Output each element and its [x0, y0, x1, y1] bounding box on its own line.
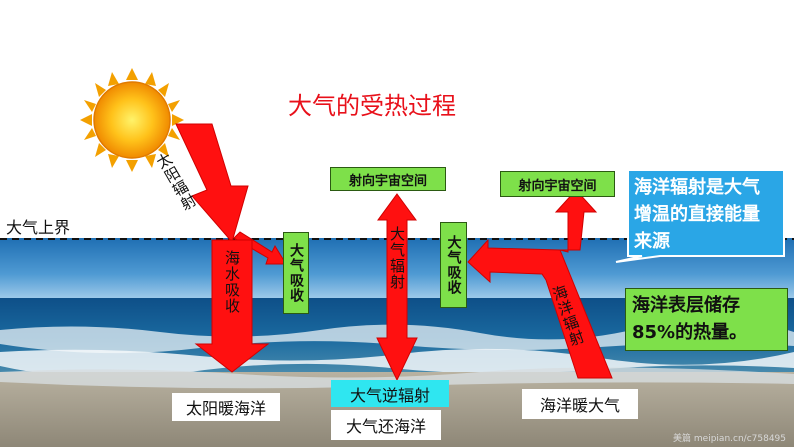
- direct-energy-source-callout: 海洋辐射是大气增温的直接能量来源: [634, 177, 760, 252]
- seawater-absorb-label: 海水吸收: [223, 250, 241, 314]
- atm-returns-ocean-box: 大气还海洋: [331, 410, 441, 440]
- watermark-text: 美篇 meipian.cn/c758495: [673, 434, 786, 444]
- sun-icon: [80, 68, 184, 172]
- ocean-warms-atm-box: 海洋暖大气: [522, 389, 638, 419]
- atm-absorb-box-2-text: 大气吸收: [445, 235, 462, 295]
- atm-absorb-box-2: 大气吸收: [440, 222, 467, 308]
- to-space-box-1: 射向宇宙空间: [330, 167, 446, 191]
- atm-counter-radiation-box: 大气逆辐射: [331, 380, 449, 407]
- atm-absorb-box-1-text: 大气吸收: [288, 243, 304, 303]
- atmosphere-top-label: 大气上界: [6, 218, 71, 237]
- callout-bubble-shape: [615, 169, 785, 263]
- atmospheric-radiation-label: 大气辐射: [388, 226, 406, 290]
- ocean-to-atmosphere-arrow: [467, 238, 613, 379]
- diagram-title: 大气的受热过程: [288, 92, 456, 120]
- seawater-absorb-arrow: [194, 239, 270, 373]
- solar-radiation-arrow: [175, 123, 249, 244]
- to-space-box-2: 射向宇宙空间: [500, 171, 615, 197]
- surface-heat-storage-callout: 海洋表层储存85%的热量。: [625, 288, 788, 351]
- sun-warms-ocean-box: 太阳暖海洋: [172, 393, 280, 421]
- atm-absorb-box-1: 大气吸收: [283, 232, 309, 314]
